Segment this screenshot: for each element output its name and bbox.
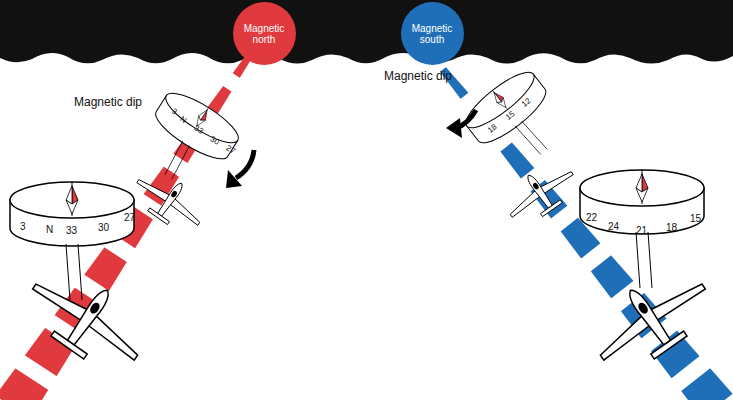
compass-number: 27 — [124, 213, 135, 223]
turn-arrow — [236, 150, 254, 178]
airplane — [17, 255, 159, 383]
compass-number: 21 — [636, 226, 647, 236]
compass — [10, 182, 134, 300]
compass-number: 3 — [20, 222, 26, 232]
pole-label: Magnetic south — [407, 23, 458, 45]
annotation: Magnetic dip — [384, 70, 452, 82]
compass — [580, 170, 704, 288]
pole-circle: Magnetic north — [233, 2, 296, 65]
compass-number: 30 — [98, 223, 109, 233]
compass-number: 24 — [608, 222, 619, 232]
south-track — [429, 57, 733, 400]
pole-label: Magnetic north — [239, 23, 290, 45]
annotation: Magnetic dip — [74, 96, 142, 108]
night-band — [0, 0, 733, 64]
compass-dipping — [459, 64, 575, 179]
airplane — [498, 154, 583, 231]
pole-circle: Magnetic south — [401, 2, 464, 65]
airplane — [127, 162, 212, 239]
compass-number: 33 — [66, 226, 77, 236]
north-track — [0, 55, 252, 400]
compass-number: 15 — [690, 214, 701, 224]
arrowhead — [446, 118, 462, 138]
compass-number: 22 — [586, 213, 597, 223]
compass-dipping — [130, 85, 244, 198]
arrowhead — [226, 170, 242, 188]
compass-number: N — [46, 225, 53, 235]
compass-number: 18 — [666, 223, 677, 233]
